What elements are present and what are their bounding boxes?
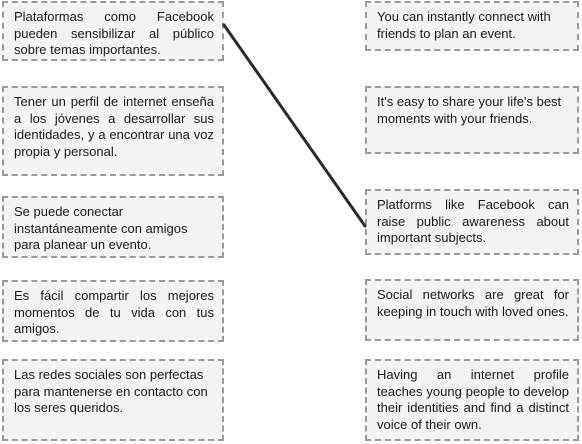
right-card-3-text: Platforms like Facebook can raise public… [377, 197, 569, 245]
right-card-4-text: Social networks are great for keeping in… [377, 287, 569, 319]
right-card-2[interactable]: It's easy to share your life's best mome… [365, 86, 579, 154]
left-card-2-text: Tener un perfil de internet enseña a los… [14, 94, 214, 159]
left-card-4-text: Es fácil compartir los mejores momentos … [14, 288, 214, 336]
left-card-4[interactable]: Es fácil compartir los mejores momentos … [2, 280, 224, 342]
left-card-1-text: Plataformas como Facebook pueden sensibi… [14, 9, 214, 57]
right-card-2-text: It's easy to share your life's best mome… [377, 94, 562, 126]
left-card-5-text: Las redes sociales son perfectas para ma… [14, 367, 208, 415]
right-card-1[interactable]: You can instantly connect with friends t… [365, 1, 579, 51]
right-card-5-text: Having an internet profile teaches young… [377, 367, 569, 432]
right-card-5[interactable]: Having an internet profile teaches young… [365, 359, 579, 441]
left-card-3[interactable]: Se puede conectar instantáneamente con a… [2, 196, 224, 258]
left-card-1[interactable]: Plataformas como Facebook pueden sensibi… [2, 1, 224, 61]
right-card-4[interactable]: Social networks are great for keeping in… [365, 279, 579, 341]
right-card-3[interactable]: Platforms like Facebook can raise public… [365, 189, 579, 255]
left-card-5[interactable]: Las redes sociales son perfectas para ma… [2, 359, 224, 441]
left-card-2[interactable]: Tener un perfil de internet enseña a los… [2, 86, 224, 176]
right-card-1-text: You can instantly connect with friends t… [377, 9, 551, 41]
match-connector-line [222, 23, 367, 228]
left-card-3-text: Se puede conectar instantáneamente con a… [14, 204, 188, 252]
